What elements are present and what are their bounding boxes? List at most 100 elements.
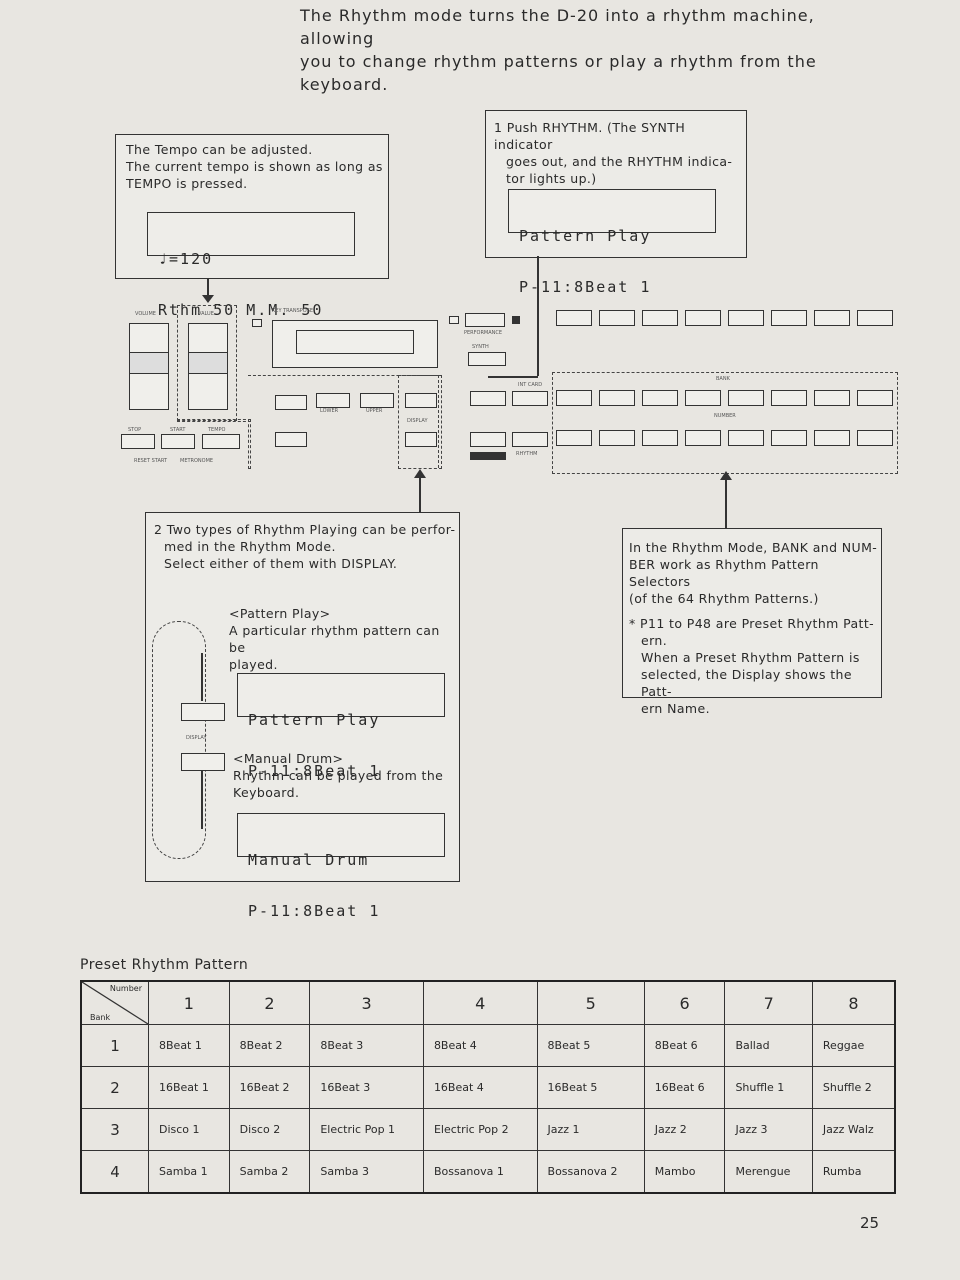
upper-button[interactable] — [360, 393, 394, 408]
pattern-cell: Shuffle 2 — [811, 1066, 896, 1109]
start-button[interactable] — [161, 434, 195, 449]
rhythm-indicator — [470, 452, 506, 460]
bank-arrow-head — [720, 471, 732, 480]
number-button-7[interactable] — [814, 430, 850, 446]
tone-button[interactable] — [449, 316, 459, 324]
volume-slider-knob[interactable] — [129, 352, 169, 374]
bank-number-highlight — [552, 372, 898, 474]
bank-button-4[interactable] — [685, 390, 721, 406]
tempo-arrow-head — [202, 295, 214, 303]
display-button[interactable] — [405, 432, 437, 447]
upper-label: UPPER — [366, 408, 383, 414]
preset-rhythm-table: Number Bank 1 2 3 4 5 6 7 8 1 8Beat 1 8B… — [80, 980, 896, 1194]
display-upper-button[interactable] — [405, 393, 437, 408]
key-transpose-button[interactable] — [252, 319, 262, 327]
number-button-6[interactable] — [771, 430, 807, 446]
pattern-cell: 16Beat 5 — [536, 1066, 645, 1109]
column-header-3: 3 — [309, 980, 424, 1025]
pattern-cell: Jazz 3 — [724, 1108, 813, 1151]
value-up-down-button[interactable] — [275, 395, 307, 410]
table-title: Preset Rhythm Pattern — [80, 957, 249, 973]
manual-display-button[interactable] — [181, 753, 225, 771]
step1-line-1: 1 Push RHYTHM. (The SYNTH indicator — [494, 120, 686, 152]
column-header-1: 1 — [148, 980, 230, 1025]
step1-lcd: Pattern Play P-11:8Beat 1 — [508, 189, 716, 296]
bank-button-7[interactable] — [814, 390, 850, 406]
column-header-7: 7 — [724, 980, 813, 1025]
tempo-label: TEMPO — [208, 427, 226, 433]
bank-note-line-2: BER work as Rhythm Pattern Selectors — [629, 557, 819, 589]
tempo-arrow-line — [207, 278, 209, 298]
bank-note-line-3: (of the 64 Rhythm Patterns.) — [629, 591, 819, 606]
pattern-play-lcd: Pattern Play P-11:8Beat 1 — [237, 673, 445, 780]
number-button-1[interactable] — [556, 430, 592, 446]
pattern-cell: 8Beat 5 — [536, 1024, 645, 1067]
number-button-2[interactable] — [599, 430, 635, 446]
column-header-4: 4 — [422, 980, 538, 1025]
display-connector-line — [419, 476, 421, 512]
pattern-cell: Electric Pop 2 — [422, 1108, 538, 1151]
function-button-4[interactable] — [685, 310, 721, 326]
step2-box: 2 Two types of Rhythm Playing can be per… — [145, 512, 460, 920]
performance-button[interactable] — [465, 313, 505, 327]
volume-label: VOLUME — [135, 311, 156, 317]
pattern-play-line-2: played. — [229, 657, 278, 672]
rhythm-mode-button[interactable] — [470, 391, 506, 406]
bank-button-2[interactable] — [599, 390, 635, 406]
function-button-5[interactable] — [728, 310, 764, 326]
intro-text: The Rhythm mode turns the D-20 into a rh… — [300, 4, 880, 96]
reset-start-label: RESET START — [134, 458, 168, 464]
table-row: 4 Samba 1 Samba 2 Samba 3 Bossanova 1 Bo… — [80, 1150, 896, 1194]
table-row: 2 16Beat 1 16Beat 2 16Beat 3 16Beat 4 16… — [80, 1066, 896, 1109]
column-header-5: 5 — [536, 980, 645, 1025]
bank-button-1[interactable] — [556, 390, 592, 406]
stop-button[interactable] — [121, 434, 155, 449]
step1-line-2: goes out, and the RHYTHM indica- — [506, 154, 733, 169]
bank-note-line-7: selected, the Display shows the Patt- — [641, 667, 852, 699]
pattern-play-heading: <Pattern Play> — [229, 606, 331, 621]
tempo-button[interactable] — [202, 434, 240, 449]
step1-box: 1 Push RHYTHM. (The SYNTH indicator goes… — [485, 110, 747, 296]
number-button-5[interactable] — [728, 430, 764, 446]
intro-line-1: The Rhythm mode turns the D-20 into a rh… — [300, 6, 815, 48]
function-button-3[interactable] — [642, 310, 678, 326]
int-card-button[interactable] — [512, 391, 548, 406]
bank-button-6[interactable] — [771, 390, 807, 406]
function-button-2[interactable] — [599, 310, 635, 326]
value-label: VALUE — [198, 311, 214, 317]
number-button-4[interactable] — [685, 430, 721, 446]
function-button-6[interactable] — [771, 310, 807, 326]
lower-button[interactable] — [316, 393, 350, 408]
synth-button[interactable] — [468, 352, 506, 366]
pattern-cell: Samba 1 — [148, 1150, 230, 1194]
display-loop-dashed — [152, 621, 206, 859]
bank-button-3[interactable] — [642, 390, 678, 406]
synth-mode-button[interactable] — [470, 432, 506, 447]
function-button-8[interactable] — [857, 310, 893, 326]
pattern-cell: 16Beat 1 — [148, 1066, 230, 1109]
number-button-3[interactable] — [642, 430, 678, 446]
pattern-cell: Disco 1 — [148, 1108, 230, 1151]
start-label: START — [170, 427, 186, 433]
metronome-label: METRONOME — [180, 458, 214, 464]
bank-note-line-8: ern Name. — [641, 701, 710, 716]
bank-note-line-4: * P11 to P48 are Preset Rhythm Patt- — [629, 616, 875, 631]
value-dec-button[interactable] — [275, 432, 307, 447]
bank-button-5[interactable] — [728, 390, 764, 406]
function-button-1[interactable] — [556, 310, 592, 326]
page-number: 25 — [860, 1214, 880, 1232]
step2-line-1: 2 Two types of Rhythm Playing can be per… — [154, 522, 456, 537]
bank-button-8[interactable] — [857, 390, 893, 406]
function-button-7[interactable] — [814, 310, 850, 326]
value-slider-knob[interactable] — [188, 352, 228, 374]
pattern-cell: 8Beat 1 — [148, 1024, 230, 1067]
ab-button[interactable] — [512, 432, 548, 447]
table-header-row: Number Bank 1 2 3 4 5 6 7 8 — [80, 980, 896, 1025]
number-label: NUMBER — [714, 413, 736, 419]
pattern-play-lcd-line-1: Pattern Play — [248, 711, 381, 729]
pattern-cell: 8Beat 2 — [228, 1024, 311, 1067]
step1-connector-horizontal — [488, 376, 538, 378]
tempo-controls-dashed-v — [248, 419, 251, 469]
number-button-8[interactable] — [857, 430, 893, 446]
pattern-display-button[interactable] — [181, 703, 225, 721]
